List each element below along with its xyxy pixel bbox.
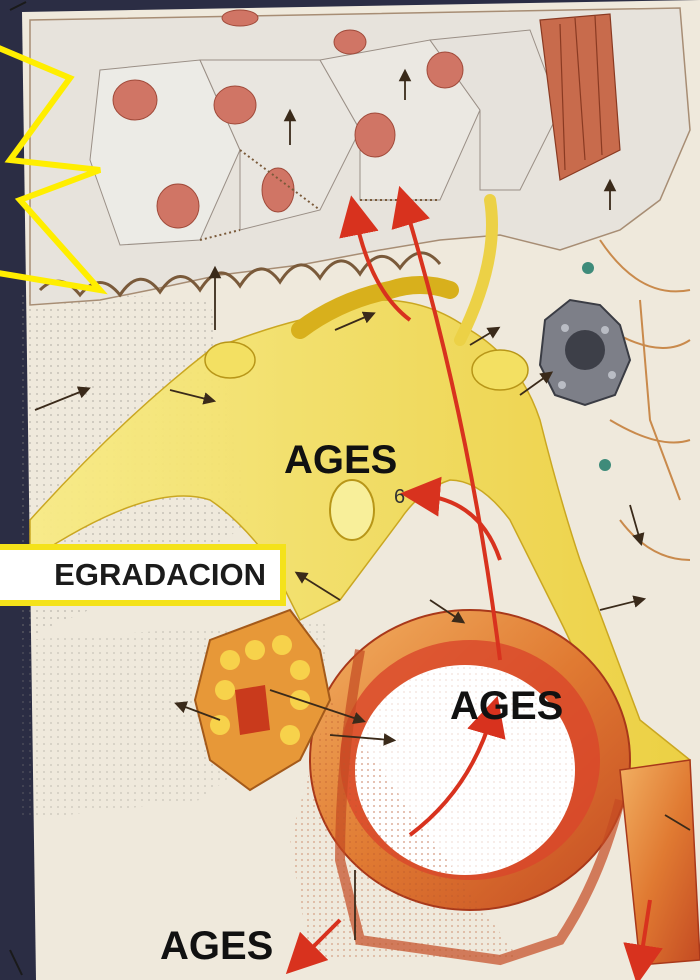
ages-label-upper: AGES (284, 440, 397, 480)
ages-label-right: AGES (450, 686, 563, 726)
degradacion-label-box: EGRADACION (0, 544, 286, 606)
figure-number-label: 6 (394, 486, 405, 509)
degradacion-label: EGRADACION (54, 557, 266, 593)
ages-label-bottom: AGES (160, 926, 273, 966)
